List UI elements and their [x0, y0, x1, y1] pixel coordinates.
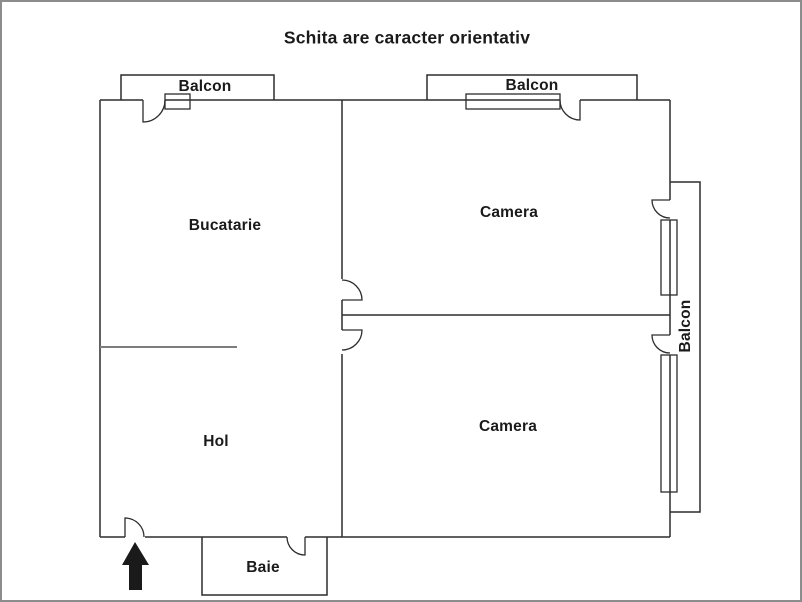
window-camera-top — [660, 219, 678, 296]
window-balcony-top-right — [465, 93, 561, 110]
room-label-bathroom: Baie — [246, 559, 280, 576]
balcony-top-left-label: Balcon — [178, 78, 232, 95]
door-balcony-top-right — [559, 99, 581, 121]
balcony-right-outline — [670, 181, 701, 513]
balcony-top-left-outline — [120, 74, 275, 100]
window-balcony-top-left — [164, 93, 191, 110]
door-camera-top — [341, 279, 363, 301]
room-label-kitchen: Bucatarie — [188, 217, 262, 234]
plan-title: Schita are caracter orientativ — [283, 27, 531, 48]
door-camera-bottom — [341, 329, 363, 351]
door-balcony-top-left — [142, 99, 166, 123]
door-balcony-right-bottom — [651, 334, 671, 354]
room-label-camera-bottom: Camera — [478, 418, 538, 435]
door-bathroom — [286, 536, 306, 556]
door-balcony-right-top — [651, 199, 671, 219]
door-entrance — [124, 517, 145, 538]
balcony-top-right-outline — [426, 74, 638, 100]
entrance-arrow-icon — [122, 542, 149, 590]
balcony-right-label: Balcon — [677, 299, 694, 353]
bathroom-outline — [201, 537, 328, 596]
window-camera-bottom — [660, 354, 678, 493]
room-label-hall: Hol — [203, 433, 229, 450]
balcony-top-right-label: Balcon — [505, 77, 559, 94]
room-label-camera-top: Camera — [479, 204, 539, 221]
